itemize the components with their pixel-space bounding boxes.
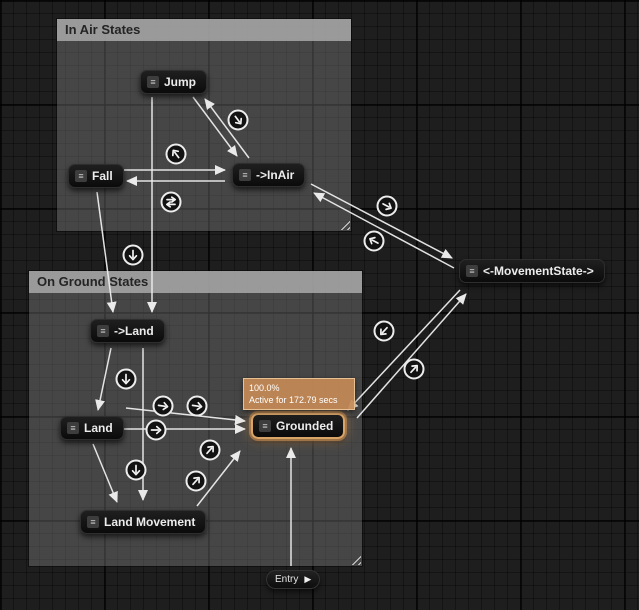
edge-inair-to-jump — [204, 98, 250, 159]
transition-rule-bidirectional-icon[interactable] — [160, 191, 182, 213]
edge-inair-to-movementstate — [310, 183, 453, 259]
tooltip-percent: 100.0% — [249, 383, 280, 393]
state-node-movementstate[interactable]: ≡ <-MovementState-> — [459, 259, 605, 283]
comment-header-in-air[interactable]: In Air States — [57, 19, 351, 41]
edge-landmovement-to-grounded — [196, 450, 241, 507]
edge-movementstate-to-inair — [313, 192, 455, 269]
edge-jump-to-inair — [192, 96, 238, 157]
state-machine-icon: ≡ — [239, 169, 251, 181]
state-node-label: Grounded — [276, 419, 334, 433]
edge-toland-to-land — [95, 347, 112, 411]
state-machine-icon: ≡ — [75, 170, 87, 182]
state-machine-icon: ≡ — [97, 325, 109, 337]
transition-rule-icon[interactable] — [199, 439, 221, 461]
state-node-fall[interactable]: ≡ Fall — [68, 164, 124, 188]
transition-rule-icon[interactable] — [165, 143, 187, 165]
transition-rule-icon[interactable] — [186, 395, 208, 417]
edge-land-to-landmovement — [92, 443, 118, 503]
state-node-landmovement[interactable]: ≡ Land Movement — [80, 510, 207, 534]
edge-land-to-grounded-2 — [125, 407, 246, 425]
transition-rule-icon[interactable] — [125, 459, 147, 481]
state-node-grounded[interactable]: ≡ Grounded — [251, 413, 346, 439]
edge-movementstate-to-grounded — [347, 289, 461, 411]
transition-rule-icon[interactable] — [373, 320, 395, 342]
comment-header-on-ground[interactable]: On Ground States — [29, 271, 362, 293]
state-node-label: Fall — [92, 169, 113, 183]
transition-rule-icon[interactable] — [122, 244, 144, 266]
state-node-land[interactable]: ≡ Land — [60, 416, 124, 440]
state-node-label: ->InAir — [256, 168, 295, 182]
active-state-tooltip: 100.0% Active for 172.79 secs — [243, 378, 355, 410]
transition-rule-icon[interactable] — [145, 419, 167, 441]
transition-rule-icon[interactable] — [363, 230, 385, 252]
state-node-jump[interactable]: ≡ Jump — [140, 70, 208, 94]
edge-fall-to-toland — [96, 191, 117, 313]
transition-rule-icon[interactable] — [185, 470, 207, 492]
entry-node[interactable]: Entry ▶ — [266, 570, 321, 589]
state-node-label: <-MovementState-> — [483, 264, 594, 278]
state-machine-icon: ≡ — [147, 76, 159, 88]
state-node-inair[interactable]: ≡ ->InAir — [232, 163, 306, 187]
entry-node-label: Entry — [275, 574, 299, 585]
transition-rule-icon[interactable] — [227, 109, 249, 131]
tooltip-active-time: Active for 172.79 secs — [249, 395, 338, 405]
state-machine-icon: ≡ — [67, 422, 79, 434]
state-machine-icon: ≡ — [466, 265, 478, 277]
state-machine-icon: ≡ — [259, 420, 271, 432]
state-machine-icon: ≡ — [87, 516, 99, 528]
transition-rule-icon[interactable] — [115, 368, 137, 390]
transition-rule-icon[interactable] — [403, 358, 425, 380]
state-node-toland[interactable]: ≡ ->Land — [90, 319, 165, 343]
transition-rule-icon[interactable] — [152, 395, 174, 417]
edge-grounded-to-movementstate — [356, 293, 467, 419]
state-node-label: ->Land — [114, 324, 154, 338]
state-node-label: Land Movement — [104, 515, 196, 529]
state-node-label: Land — [84, 421, 113, 435]
state-node-label: Jump — [164, 75, 197, 89]
entry-play-icon: ▶ — [304, 574, 312, 584]
transition-rule-icon[interactable] — [376, 195, 398, 217]
